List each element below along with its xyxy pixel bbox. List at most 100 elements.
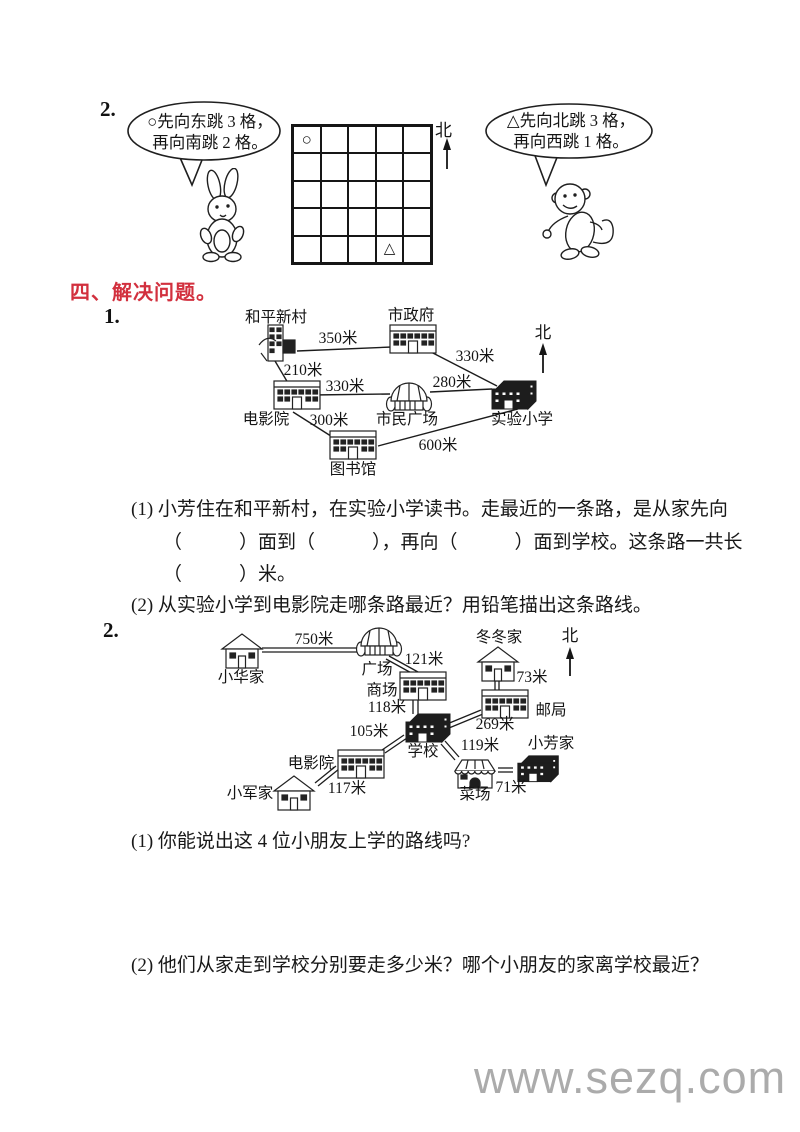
xuexiao-building-icon: [405, 713, 451, 743]
grid-cell: [348, 208, 376, 236]
grid-cell: [320, 235, 349, 263]
shimin-guangchang-dome-icon: [385, 382, 433, 412]
label-shizhengfu: 市政府: [388, 306, 435, 324]
label-heping: 和平新村: [245, 308, 307, 326]
label-shimin-guangchang: 市民广场: [376, 410, 438, 428]
dianyingyuan-building-icon: [337, 749, 385, 779]
grid-north-label: 北: [435, 121, 452, 140]
p2-question2: (2) 他们从家走到学校分别要走多少米？哪个小朋友的家离学校最近？: [131, 955, 709, 976]
map2-north-label: 北: [562, 626, 579, 645]
grid-cell: [375, 153, 404, 181]
distance-121m: 121米: [405, 650, 444, 668]
grid-cell: [375, 180, 404, 209]
rabbit-bubble-text: ○先向东跳 3 格， 再向南跳 2 格。: [140, 111, 280, 153]
distance-119m: 119米: [461, 736, 499, 754]
monkey-bubble-line2: 再向西跳 1 格。: [513, 132, 629, 151]
map1-north-label: 北: [535, 323, 552, 342]
problem2-map: 小华家 广场 商场 冬冬家 邮局 学校 电影院 小军家 菜场 小芳家 750米 …: [218, 626, 579, 811]
grid-cell: [375, 208, 404, 236]
grid-cell: ○: [293, 126, 321, 154]
shiyan-xiaoxue-building-icon: [491, 380, 537, 410]
distance-750m: 750米: [295, 630, 334, 648]
label-shangchang: 商场: [366, 681, 397, 699]
grid-cell: [293, 153, 321, 181]
p1-question1-line2: （ ）面到（ ），再向（ ）面到学校。这条路一共长: [163, 532, 743, 553]
rabbit-illustration: [199, 168, 245, 263]
dianyingyuan-building-icon: [273, 380, 321, 410]
grid-cell: [293, 180, 321, 209]
dongdong-house-icon: [477, 646, 519, 682]
distance-269m: 269米: [476, 715, 515, 733]
jump-problem-number: 2.: [100, 97, 116, 121]
jump-grid: ○ △: [291, 124, 433, 265]
grid-cell: [320, 126, 349, 154]
grid-cell: [403, 126, 431, 154]
grid-cell: [293, 208, 321, 236]
grid-cell: [348, 235, 376, 263]
shangchang-building-icon: [399, 671, 447, 701]
xiaofang-building-icon: [517, 755, 559, 783]
label-dongdong-jia: 冬冬家: [476, 628, 523, 646]
grid-cell: △: [375, 235, 404, 263]
p2-question1: (1) 你能说出这 4 位小朋友上学的路线吗?: [131, 831, 471, 852]
distance-350m: 350米: [319, 329, 358, 347]
rabbit-bubble-line2: 再向南跳 2 格。: [152, 133, 268, 152]
distance-330m-top: 330米: [456, 347, 495, 365]
problem1-number: 1.: [104, 304, 120, 328]
distance-73m: 73米: [516, 668, 547, 686]
grid-cell: [348, 180, 376, 209]
grid-north-arrow-icon: [443, 138, 451, 169]
distance-330m-mid: 330米: [326, 377, 365, 395]
label-xiaohua-jia: 小华家: [218, 668, 265, 686]
label-tushuguan: 图书馆: [330, 460, 377, 478]
problem1-map: 和平新村 市政府 电影院 市民广场 实验小学 图书馆 350米 330米 210…: [243, 306, 553, 478]
label-youju: 邮局: [535, 701, 566, 719]
grid-cell: [403, 208, 431, 236]
grid-triangle-marker: △: [383, 240, 396, 257]
label-xuexiao: 学校: [407, 742, 438, 760]
label-xiaojun-jia: 小军家: [227, 784, 274, 802]
rabbit-bubble-line1: ○先向东跳 3 格，: [147, 112, 273, 131]
distance-280m: 280米: [433, 373, 472, 391]
distance-105m: 105米: [350, 722, 389, 740]
guangchang-dome-icon: [355, 627, 403, 657]
label-xiaofang-jia: 小芳家: [528, 734, 575, 752]
grid-cell: [403, 235, 431, 263]
label-shiyan-xiaoxue: 实验小学: [491, 410, 553, 428]
distance-210m: 210米: [284, 361, 323, 379]
grid-cell: [403, 180, 431, 209]
xiaohua-house-icon: [221, 633, 263, 669]
map2-north-arrow-icon: [566, 647, 574, 676]
distance-71m: 71米: [495, 778, 526, 796]
map1-roads: [274, 346, 519, 447]
caichang-market-icon: [454, 759, 496, 789]
map1-north-arrow-icon: [539, 343, 547, 373]
distance-300m: 300米: [310, 411, 349, 429]
grid-circle-marker: ○: [301, 130, 312, 150]
grid-cell: [348, 126, 376, 154]
label-dianyingyuan: 电影院: [288, 753, 335, 772]
distance-600m: 600米: [419, 436, 458, 454]
problem2-number: 2.: [103, 618, 119, 642]
grid-cell: [293, 235, 321, 263]
grid-cell: [320, 153, 349, 181]
rabbit-speech-bubble: [127, 101, 281, 187]
monkey-bubble-text: △先向北跳 3 格， 再向西跳 1 格。: [496, 110, 646, 152]
grid-cell: [375, 126, 404, 154]
shizhengfu-building-icon: [389, 324, 437, 354]
xiaojun-house-icon: [273, 775, 315, 811]
label-dianyingyuan: 电影院: [243, 409, 290, 428]
grid-cell: [320, 208, 349, 236]
tushuguan-building-icon: [329, 430, 377, 460]
site-watermark: www.sezq.com: [474, 1052, 787, 1103]
p1-question1-line1: (1) 小芳住在和平新村，在实验小学读书。走最近的一条路，是从家先向: [131, 499, 728, 520]
monkey-illustration: [542, 183, 614, 260]
label-caichang: 菜场: [459, 785, 490, 803]
monkey-speech-bubble: [485, 103, 653, 187]
label-guangchang: 广场: [361, 660, 392, 678]
p1-question1-line3: （ ）米。: [163, 564, 297, 585]
grid-cell: [320, 180, 349, 209]
heping-building-icon: [258, 324, 296, 362]
section-heading: 四、解决问题。: [70, 282, 217, 304]
